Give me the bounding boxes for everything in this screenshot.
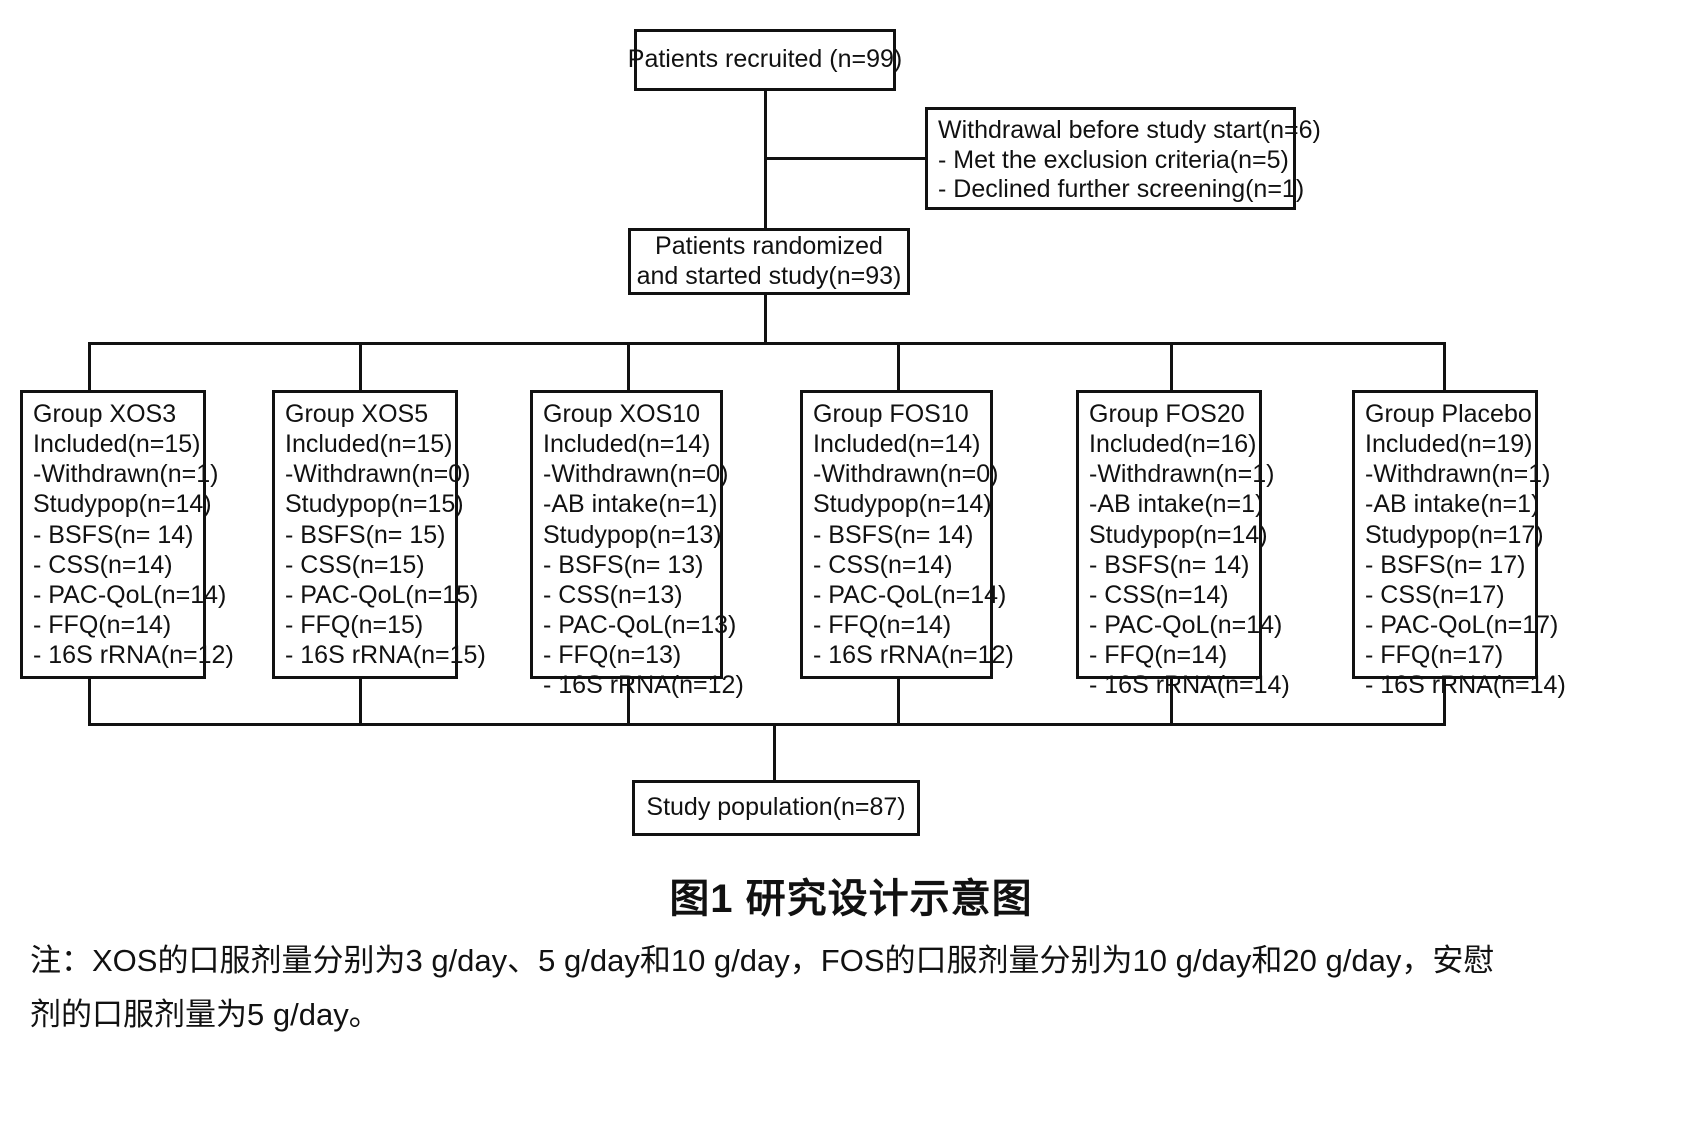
figure-note-line-1: 注：XOS的口服剂量分别为3 g/day、5 g/day和10 g/day，FO… [30,943,1495,978]
node-patients-recruited-label: Patients recruited (n=99) [627,45,903,74]
group-line: - CSS(n=14) [1089,580,1229,609]
group-line: - 16S rRNA(n=12) [33,641,234,669]
group-line: Group FOS20 [1089,400,1245,428]
connector-bus-to-group-5 [1170,342,1173,390]
connector-bus-to-group-4 [897,342,900,390]
group-line: - 16S rRNA(n=12) [813,641,1014,669]
group-line: - BSFS(n= 14) [1089,550,1250,579]
distribution-bus [88,342,1446,345]
group-line: Group XOS5 [285,400,429,428]
group-line: - PAC-QoL(n=13) [543,610,737,639]
group-line: -AB intake(n=1) [543,490,718,519]
connector-group-4-to-merge [897,679,900,726]
connector-bus-to-group-2 [359,342,362,390]
group-line: -Withdrawn(n=1) [33,460,219,489]
group-line: - BSFS(n= 17) [1365,550,1526,579]
group-line: - BSFS(n= 14) [33,520,194,549]
group-line: -AB intake(n=1) [1089,490,1264,519]
group-line: - CSS(n=17) [1365,580,1505,609]
group-line: - 16S rRNA(n=15) [285,641,486,669]
group-line: -Withdrawn(n=0) [285,460,471,489]
group-line: Included(n=16) [1089,430,1257,459]
group-line: Included(n=14) [543,430,711,459]
node-group-xos10: Group XOS10 Included(n=14) -Withdrawn(n=… [530,390,744,699]
figure-title: 图1 研究设计示意图 [669,877,1033,921]
group-line: - CSS(n=15) [285,550,425,579]
group-line: - FFQ(n=14) [813,610,952,639]
group-line: Studypop(n=15) [285,490,464,519]
group-line: - PAC-QoL(n=17) [1365,610,1559,639]
connector-bus-to-group-6 [1443,342,1446,390]
connector-recruited-to-withdrawal [764,157,926,160]
randomized-line-1: Patients randomized [655,232,883,260]
group-line: - 16S rRNA(n=14) [1089,671,1290,700]
connector-bus-to-group-1 [88,342,91,390]
node-group-fos20: Group FOS20 Included(n=16) -Withdrawn(n=… [1076,390,1290,699]
group-line: - FFQ(n=14) [1089,641,1228,669]
node-group-placebo: Group Placebo Included(n=19) -Withdrawn(… [1352,390,1566,699]
node-study-population: Study population(n=87) [632,780,920,836]
group-line: -AB intake(n=1) [1365,490,1540,519]
group-line: - PAC-QoL(n=14) [33,580,227,609]
group-line: Included(n=14) [813,430,981,459]
connector-group-5-to-merge [1170,679,1173,726]
node-patients-recruited: Patients recruited (n=99) [628,29,902,91]
group-line: Group Placebo [1365,400,1532,428]
withdrawal-line-3: - Declined further screening(n=1) [938,175,1305,203]
group-line: Studypop(n=17) [1365,520,1544,549]
group-line: Studypop(n=14) [813,490,992,519]
node-study-population-label: Study population(n=87) [646,793,906,822]
group-line: -Withdrawn(n=0) [543,460,729,489]
group-line: Included(n=15) [33,430,201,459]
group-line: - BSFS(n= 13) [543,550,704,579]
group-line: - PAC-QoL(n=14) [813,580,1007,609]
node-withdrawal: Withdrawal before study start(n=6) - Met… [925,107,1321,210]
node-group-fos10: Group FOS10 Included(n=14) -Withdrawn(n=… [800,390,1014,679]
group-line: - FFQ(n=14) [33,610,172,639]
group-line: - CSS(n=14) [33,550,173,579]
group-line: - 16S rRNA(n=12) [543,671,744,700]
group-line: Group FOS10 [813,400,969,428]
group-line: - BSFS(n= 14) [813,520,974,549]
withdrawal-line-2: - Met the exclusion criteria(n=5) [938,145,1289,174]
group-line: - PAC-QoL(n=14) [1089,610,1283,639]
group-line: -Withdrawn(n=1) [1089,460,1275,489]
connector-group-3-to-merge [627,679,630,726]
group-line: Studypop(n=13) [543,520,722,549]
randomized-line-2: and started study(n=93) [636,261,902,290]
group-line: - FFQ(n=13) [543,641,682,669]
group-line: Studypop(n=14) [1089,520,1268,549]
connector-bus-to-group-3 [627,342,630,390]
group-line: Included(n=15) [285,430,453,459]
group-line: - 16S rRNA(n=14) [1365,671,1566,700]
group-line: - CSS(n=14) [813,550,953,579]
connector-group-1-to-merge [88,679,91,726]
connector-randomized-to-bus [764,295,767,344]
group-line: - BSFS(n= 15) [285,520,446,549]
group-line: Included(n=19) [1365,430,1533,459]
node-group-xos3: Group XOS3 Included(n=15) -Withdrawn(n=1… [20,390,234,679]
group-line: -Withdrawn(n=0) [813,460,999,489]
merge-bus [88,723,1446,726]
node-patients-randomized: Patients randomized and started study(n=… [628,228,910,295]
group-line: Studypop(n=14) [33,490,212,519]
group-line: - FFQ(n=15) [285,610,424,639]
group-line: Group XOS10 [543,400,701,428]
group-line: - FFQ(n=17) [1365,641,1504,669]
connector-merge-to-study-population [773,723,776,780]
connector-group-2-to-merge [359,679,362,726]
figure-note-line-2: 剂的口服剂量为5 g/day。 [30,997,380,1032]
group-line: -Withdrawn(n=1) [1365,460,1551,489]
node-group-xos5: Group XOS5 Included(n=15) -Withdrawn(n=0… [272,390,486,679]
group-line: Group XOS3 [33,400,177,428]
withdrawal-line-1: Withdrawal before study start(n=6) [938,116,1321,144]
group-line: - CSS(n=13) [543,580,683,609]
group-line: - PAC-QoL(n=15) [285,580,479,609]
connector-group-6-to-merge [1443,679,1446,726]
